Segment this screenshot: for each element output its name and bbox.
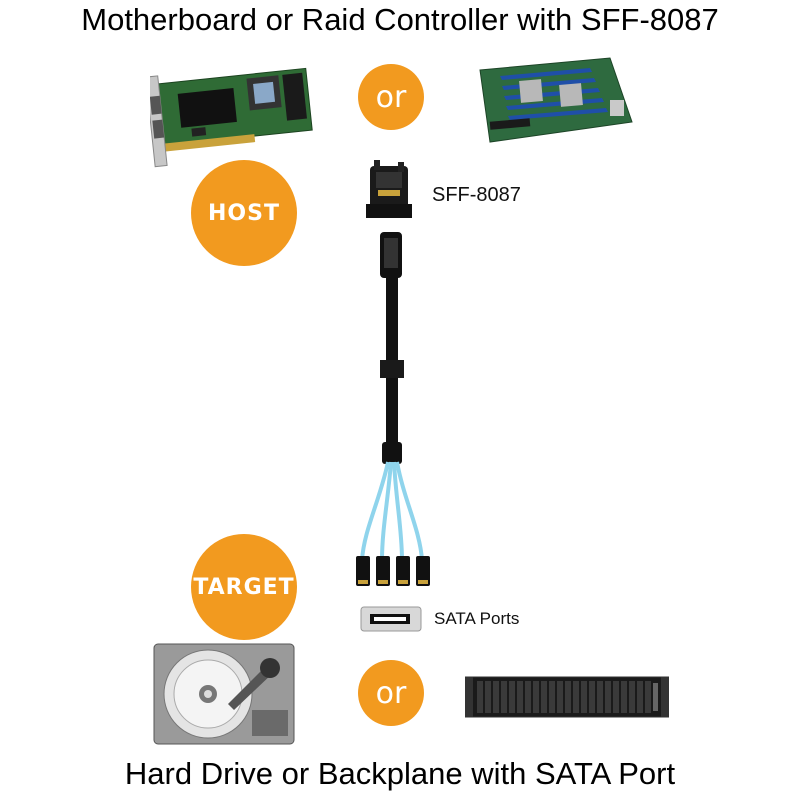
sata-ports-label: SATA Ports: [434, 609, 520, 628]
hard-drive-icon: [153, 643, 295, 745]
bottom-title: Hard Drive or Backplane with SATA Port: [124, 756, 676, 791]
host-badge: HOST: [191, 160, 297, 266]
breakout-cable-icon: [356, 232, 430, 586]
backplane-rack-icon: [465, 676, 669, 718]
or-badge-bottom: or: [358, 660, 424, 726]
sff-8087-label: SFF-8087: [432, 184, 521, 206]
top-title: Motherboard or Raid Controller with SFF-…: [81, 2, 719, 37]
or-badge-top: or: [358, 64, 424, 130]
sata-port-icon: [360, 606, 422, 632]
raid-controller-card-icon: [150, 67, 313, 168]
target-badge: TARGET: [191, 534, 297, 640]
server-motherboard-icon: [479, 57, 633, 143]
sff-8087-connector-icon: [366, 160, 412, 218]
